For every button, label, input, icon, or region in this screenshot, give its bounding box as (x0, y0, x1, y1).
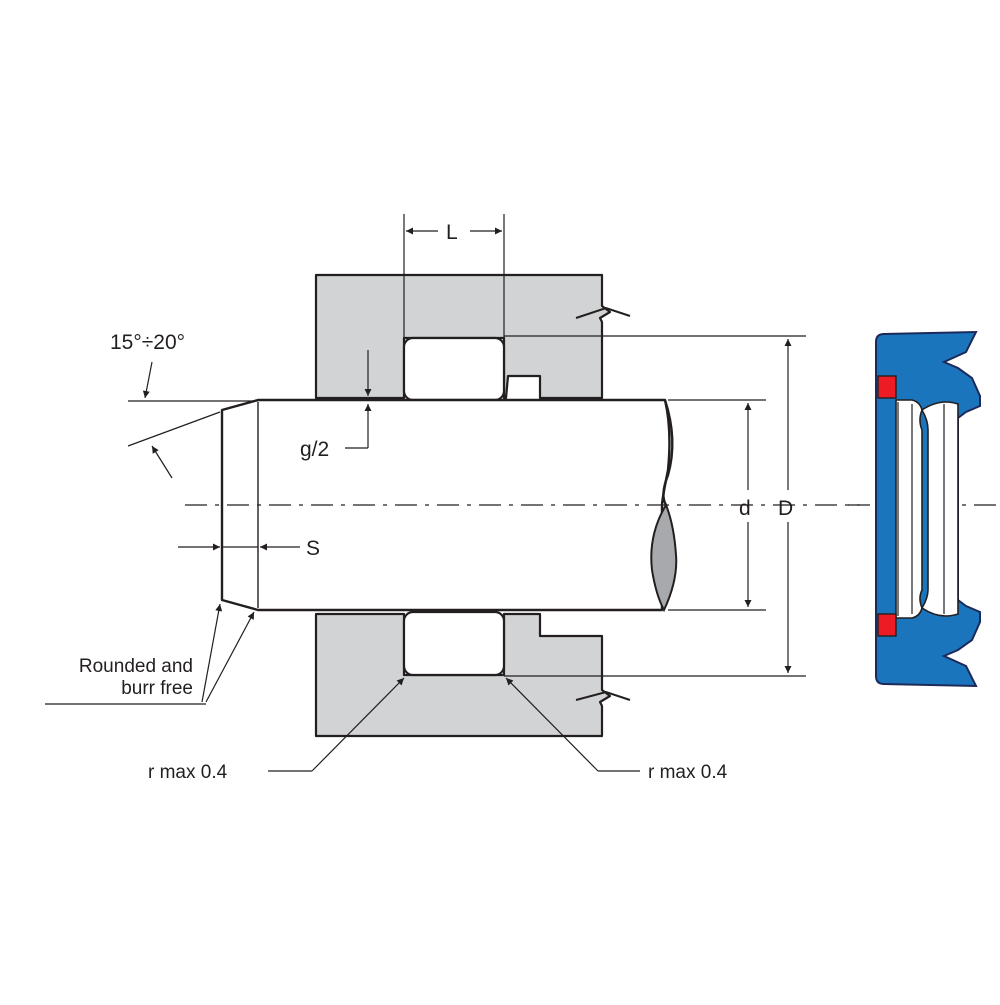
radius-right-label: r max 0.4 (648, 762, 728, 783)
edge-callout: Rounded and burr free (45, 603, 255, 705)
radius-callout-right: r max 0.4 (505, 677, 728, 783)
angle-label: 15°÷20° (110, 331, 185, 354)
edge-label-line1: Rounded and (79, 656, 193, 677)
edge-label-line2: burr free (121, 678, 193, 699)
seal-inner-lip (920, 401, 959, 617)
radius-callout-left: r max 0.4 (148, 677, 405, 783)
groove-bottom (402, 610, 506, 677)
groove-top (402, 336, 506, 402)
chamfer-label: S (306, 537, 320, 560)
bore-diameter-label: D (778, 497, 793, 520)
seal-insert-bottom (877, 613, 897, 637)
length-label: L (446, 221, 458, 244)
seal-insert-top (877, 375, 897, 399)
rod-break-face (650, 502, 678, 613)
rod-diameter-label: d (739, 497, 751, 520)
housing (314, 273, 631, 738)
dimension-chamfer: S (178, 537, 320, 560)
dimension-length: L (403, 214, 505, 338)
seal-inner-core (895, 399, 923, 619)
seal-cross-section (875, 330, 981, 688)
dimension-angle: 15°÷20° (110, 331, 258, 479)
gap-label: g/2 (300, 438, 329, 461)
dimension-rod-diameter: d (668, 399, 766, 611)
dimension-gap: g/2 (300, 350, 372, 461)
dimension-bore-diameter: D (504, 335, 806, 677)
radius-left-label: r max 0.4 (148, 762, 228, 783)
